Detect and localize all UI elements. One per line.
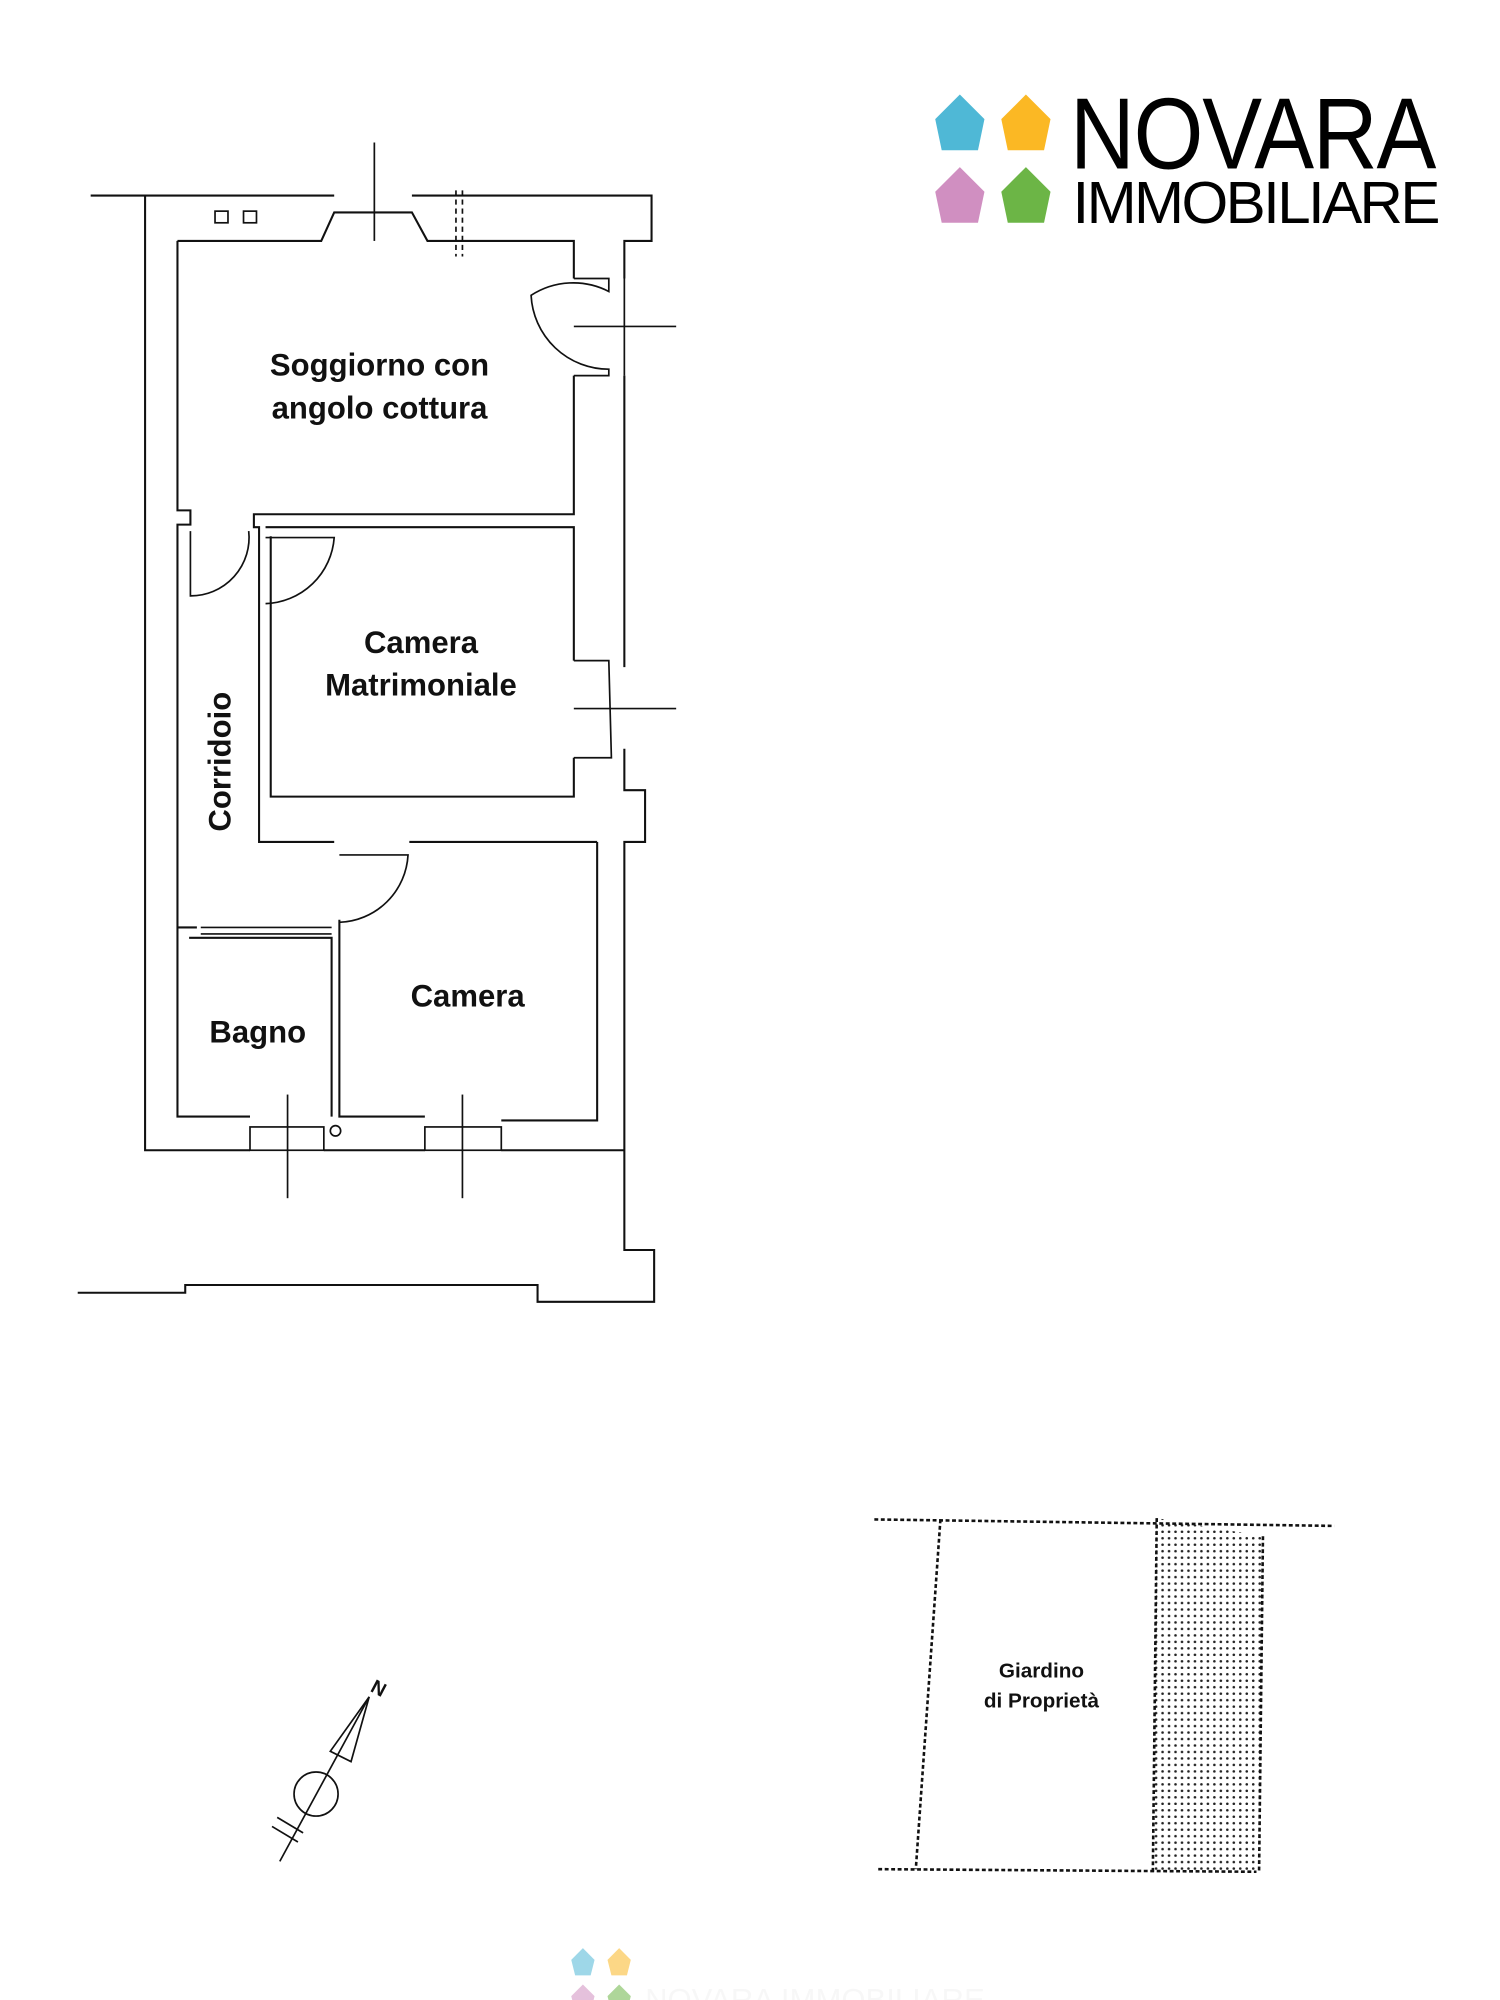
garden-label: Giardino: [999, 1659, 1084, 1682]
room-label-master-2: Matrimoniale: [325, 668, 517, 703]
logo-subtitle: IMMOBILIARE: [1073, 169, 1439, 236]
logo-house-green: [1001, 167, 1051, 223]
watermark-logo: NOVARA IMMOBILIARE: [571, 1948, 985, 2000]
room-label-living-2: angolo cottura: [272, 390, 489, 425]
room-label-master: Camera: [364, 625, 479, 660]
north-label: N: [367, 1676, 390, 1702]
north-arrow: N: [271, 1676, 390, 1862]
logo-house-blue: [935, 94, 985, 151]
room-label-corridor: Corridoio: [203, 692, 238, 832]
logo: NOVARA IMMOBILIARE: [935, 78, 1441, 236]
garden-plan: Giardino di Proprietà: [874, 1518, 1335, 1874]
walls: [77, 194, 656, 1303]
watermark-text: NOVARA IMMOBILIARE: [645, 1982, 985, 2000]
doors-windows: [189, 142, 677, 1199]
room-label-bathroom: Bagno: [209, 1015, 306, 1050]
room-label-bedroom: Camera: [411, 978, 526, 1013]
logo-house-pink: [935, 167, 985, 223]
logo-house-yellow: [1001, 94, 1051, 151]
logo-name: NOVARA: [1070, 78, 1437, 190]
garden-label-2: di Proprietà: [984, 1689, 1100, 1712]
room-label-living: Soggiorno con: [270, 348, 489, 383]
